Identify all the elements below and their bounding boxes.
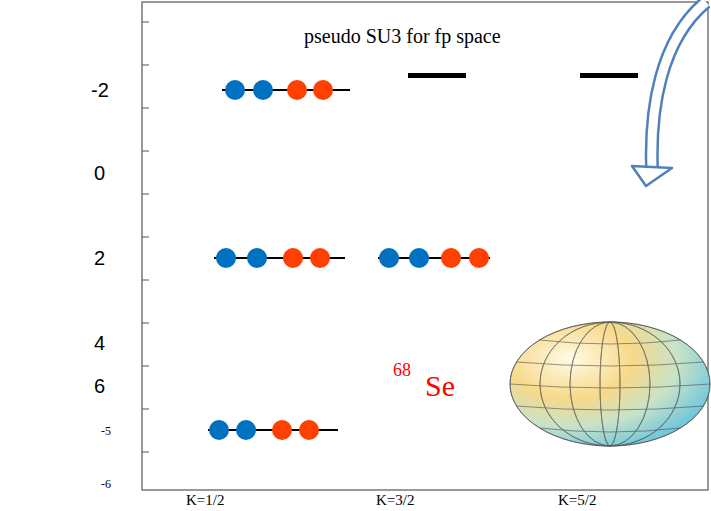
nucleon-dots <box>209 80 489 440</box>
axis-tick-label: -5 <box>101 425 111 437</box>
axis-category-label: K=5/2 <box>558 493 596 508</box>
level-lines <box>208 90 490 430</box>
mass-number: 68 <box>393 361 411 379</box>
chart-title: pseudo SU3 for fp space <box>304 26 501 46</box>
axis-tick-label: -2 <box>91 80 109 100</box>
level-bar <box>408 73 466 78</box>
axis-ticks <box>142 22 149 452</box>
axis-category-label: K=1/2 <box>186 493 224 508</box>
deformed-nucleus <box>510 322 710 446</box>
axis-category-label: K=3/2 <box>376 493 414 508</box>
curved-arrow <box>632 2 706 186</box>
axis-tick-label: 4 <box>94 333 105 353</box>
level-bar <box>580 73 638 78</box>
axis-tick-label: 6 <box>94 376 105 396</box>
axis-tick-label: 2 <box>94 248 105 268</box>
element-symbol: Se <box>425 371 455 401</box>
axis-tick-label: -6 <box>101 478 111 490</box>
axis-tick-label: 0 <box>94 163 105 183</box>
